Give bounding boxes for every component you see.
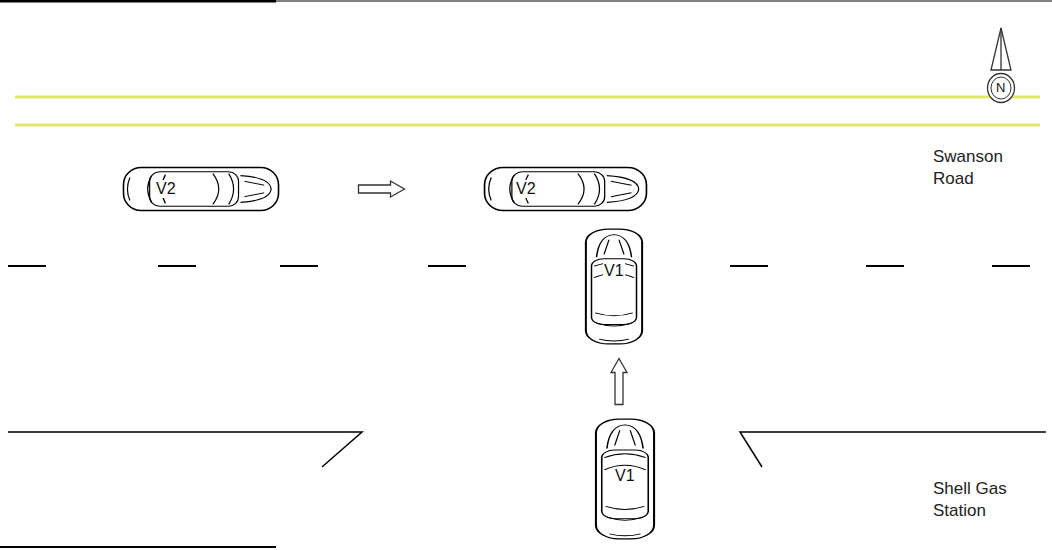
vehicle-label: V2 (515, 180, 537, 198)
vehicle-label: V1 (603, 262, 625, 280)
vehicle-label: V1 (614, 467, 636, 485)
compass-circle: N (986, 72, 1016, 104)
road-name: Swanson Road (933, 146, 1013, 190)
frame-line (276, 1, 1052, 2)
vehicle-label: V2 (155, 180, 177, 198)
north-letter: N (995, 81, 1006, 95)
vehicle: V2 (483, 166, 648, 212)
direction-arrow (280, 181, 483, 197)
center-line (15, 124, 1040, 127)
vehicle: V1 (584, 228, 644, 345)
frame-bar (0, 0, 276, 3)
lane-dashes (8, 265, 1030, 267)
place-name: Shell Gas Station (933, 478, 1023, 522)
curb (8, 432, 1046, 467)
frame-line (0, 546, 276, 548)
vehicle: V2 (122, 166, 280, 212)
north-arrow (991, 28, 1011, 70)
center-line (15, 96, 1040, 99)
direction-arrow (611, 345, 627, 418)
vehicle: V1 (594, 418, 656, 540)
